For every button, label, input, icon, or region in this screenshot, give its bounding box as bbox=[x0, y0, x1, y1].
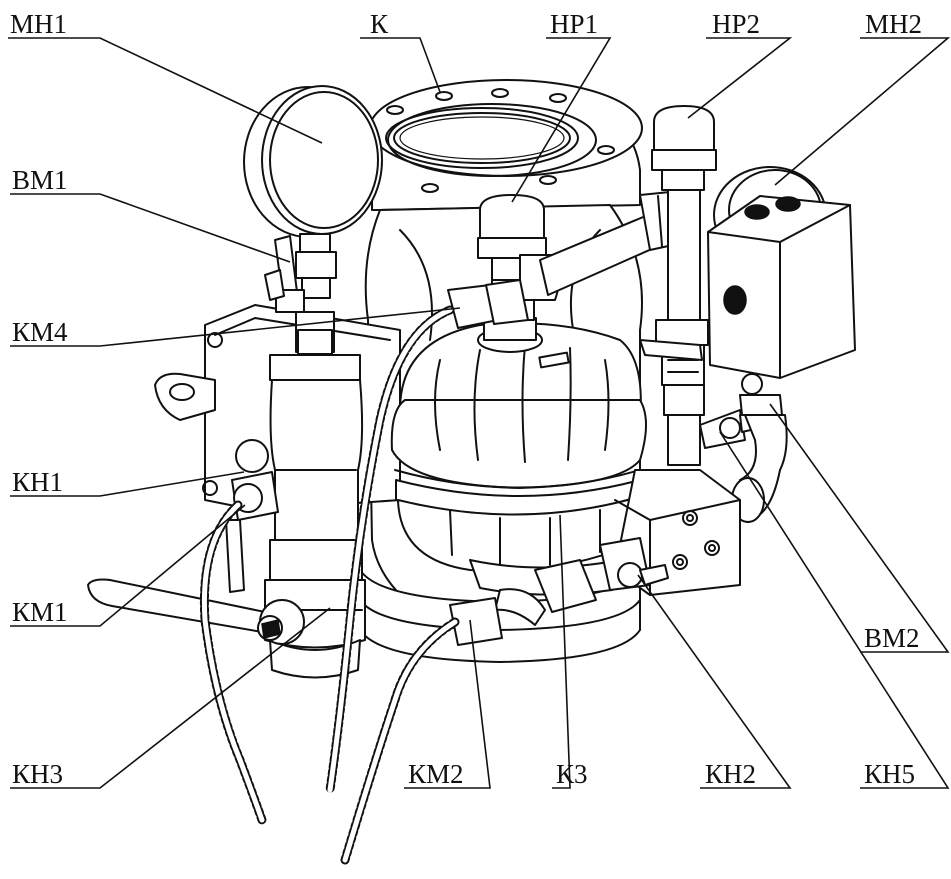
label-kn3: КН3 bbox=[12, 759, 63, 789]
label-k3: К3 bbox=[556, 759, 588, 789]
label-vm2: ВМ2 bbox=[864, 623, 920, 653]
part-labels: МН1 К НР1 НР2 МН2 ВМ1 КМ4 КН1 КМ1 КН3 КМ… bbox=[10, 9, 922, 789]
label-mn1: МН1 bbox=[10, 9, 67, 39]
label-np2: НР2 bbox=[712, 9, 760, 39]
label-kn5: КН5 bbox=[864, 759, 915, 789]
fitting-km2 bbox=[449, 559, 597, 646]
label-kn1: КН1 bbox=[12, 467, 63, 497]
pressure-switch-box bbox=[639, 195, 856, 379]
label-mn2: МН2 bbox=[865, 9, 922, 39]
assembly-drawing bbox=[87, 79, 856, 865]
valve-handle-vm1 bbox=[264, 235, 305, 313]
leader-lines bbox=[8, 37, 951, 789]
flexible-hoses bbox=[199, 305, 460, 865]
label-vm1: ВМ1 bbox=[12, 165, 68, 195]
pressure-gauge-mn1 bbox=[243, 85, 383, 299]
label-km1: КМ1 bbox=[12, 597, 68, 627]
fitting-np2 bbox=[651, 105, 717, 466]
fitting-km4 bbox=[447, 279, 529, 329]
label-km4: КМ4 bbox=[12, 317, 68, 347]
label-np1: НР1 bbox=[550, 9, 598, 39]
label-km2: КМ2 bbox=[408, 759, 464, 789]
label-k: К bbox=[370, 9, 389, 39]
lever-handle-kn3 bbox=[87, 578, 305, 645]
valve-kn2 bbox=[599, 537, 669, 591]
label-kn2: КН2 bbox=[705, 759, 756, 789]
left-pipe-assembly bbox=[264, 311, 366, 679]
chamber-k3 bbox=[390, 317, 647, 596]
